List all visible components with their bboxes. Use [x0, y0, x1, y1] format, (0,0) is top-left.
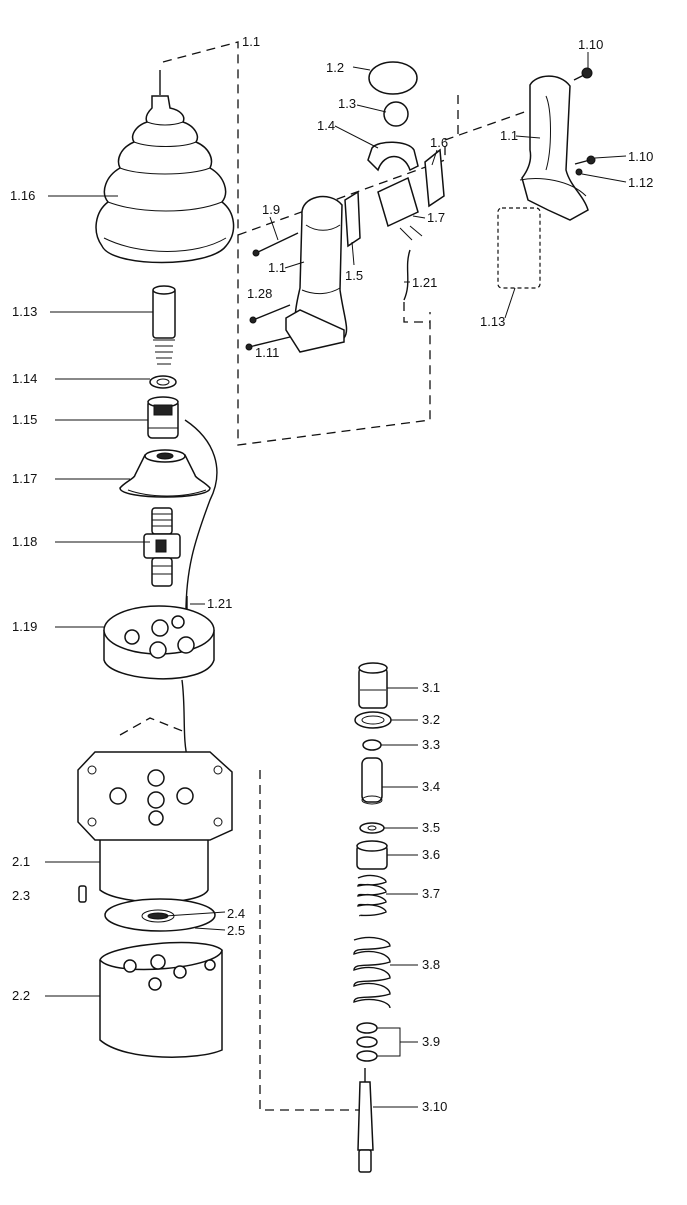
part-1-1-handle-right	[519, 67, 596, 221]
label-1-6: 1.6	[430, 135, 448, 150]
label-1-12: 1.12	[628, 175, 653, 190]
label-1-15: 1.15	[12, 412, 37, 427]
label-2-1: 2.1	[12, 854, 30, 869]
part-2-1-housing	[77, 717, 233, 903]
part-3-4-plunger	[361, 757, 383, 805]
label-1-1-mid: 1.1	[268, 260, 286, 275]
part-1-17-dome	[119, 449, 211, 498]
label-1-13: 1.13	[12, 304, 37, 319]
wire-1-21-top	[403, 249, 411, 301]
label-1-9: 1.9	[262, 202, 280, 217]
part-1-18-universal-joint	[143, 507, 181, 587]
label-2-5: 2.5	[227, 923, 245, 938]
part-1-1-handle-center	[285, 195, 348, 353]
part-1-14-nut	[149, 375, 177, 389]
label-3-5: 3.5	[422, 820, 440, 835]
part-3-10-pin	[357, 1068, 374, 1173]
part-1-2-cap	[368, 61, 418, 95]
part-3-9-washers	[356, 1022, 378, 1062]
part-1-19-base-plate	[103, 605, 215, 680]
label-1-2: 1.2	[326, 60, 344, 75]
leader-lines	[45, 52, 627, 1108]
part-1-15-fitting	[147, 396, 179, 439]
part-1-28-screw	[249, 304, 291, 324]
label-1-18: 1.18	[12, 534, 37, 549]
label-1-16: 1.16	[10, 188, 35, 203]
part-1-5-switch-plate	[344, 190, 361, 248]
part-3-1-sleeve	[358, 662, 388, 709]
label-3-4: 3.4	[422, 779, 440, 794]
part-3-5-washer	[359, 822, 385, 834]
label-1-11: 1.11	[255, 345, 279, 360]
label-1-1-right: 1.1	[500, 128, 518, 143]
label-3-8: 3.8	[422, 957, 440, 972]
label-3-7: 3.7	[422, 886, 440, 901]
label-1-7: 1.7	[427, 210, 445, 225]
part-1-3-ball	[383, 101, 409, 127]
label-1-21-mid: 1.21	[207, 596, 232, 611]
label-3-3: 3.3	[422, 737, 440, 752]
part-1-13-shaft	[152, 285, 176, 365]
part-1-9-screw	[252, 232, 299, 257]
part-3-6-cup	[356, 840, 388, 870]
part-1-7-switch	[377, 176, 423, 241]
label-3-9: 3.9	[422, 1034, 440, 1049]
part-2-3-pin	[78, 885, 87, 903]
part-1-16-rubber-boot	[95, 70, 235, 264]
label-1-14: 1.14	[12, 371, 37, 386]
part-1-4-bracket	[367, 141, 419, 172]
label-2-4: 2.4	[227, 906, 245, 921]
part-3-2-ring	[354, 711, 392, 729]
part-3-7-spring	[357, 874, 387, 917]
label-1-4: 1.4	[317, 118, 335, 133]
label-2-3: 2.3	[12, 888, 30, 903]
label-1-5: 1.5	[345, 268, 363, 283]
label-1-19: 1.19	[12, 619, 37, 634]
part-3-8-spring	[353, 936, 391, 1009]
label-1-17: 1.17	[12, 471, 37, 486]
part-2-2-block	[99, 941, 223, 1058]
label-3-1: 3.1	[422, 680, 440, 695]
label-1-10-top: 1.10	[578, 37, 603, 52]
label-1-3: 1.3	[338, 96, 356, 111]
label-3-6: 3.6	[422, 847, 440, 862]
label-1-21-top: 1.21	[412, 275, 437, 290]
label-1-13-right: 1.13	[480, 314, 505, 329]
label-3-2: 3.2	[422, 712, 440, 727]
label-1-28: 1.28	[247, 286, 272, 301]
label-2-2: 2.2	[12, 988, 30, 1003]
label-1-1-top: 1.1	[242, 34, 260, 49]
label-1-10-mid: 1.10	[628, 149, 653, 164]
part-1-11-screw	[245, 336, 291, 351]
part-1-13-shaft-right	[497, 207, 541, 289]
part-labels: 1.1 1.2 1.3 1.4 1.6 1.7 1.9 1.1 1.5 1.21…	[10, 34, 653, 1114]
part-2-4-2-5-gasket	[104, 898, 216, 932]
label-3-10: 3.10	[422, 1099, 447, 1114]
part-1-6-block	[424, 148, 445, 208]
part-3-3-washer	[362, 739, 382, 751]
assembly-frame-lines	[162, 41, 531, 1111]
